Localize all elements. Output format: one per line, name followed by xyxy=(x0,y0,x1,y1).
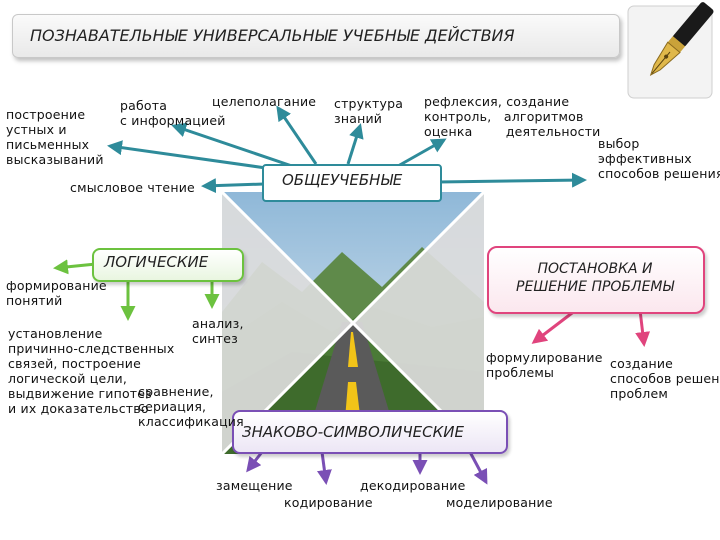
sign-category-label: ЗНАКОВО-СИМВОЛИЧЕСКИЕ xyxy=(242,423,464,441)
page-title: ПОЗНАВАТЕЛЬНЫЕ УНИВЕРСАЛЬНЫЕ УЧЕБНЫЕ ДЕЙ… xyxy=(30,26,515,45)
arrow-problem-2 xyxy=(635,309,651,347)
logical-item-analysis: анализ, синтез xyxy=(192,316,244,346)
arrow-general-3 xyxy=(276,105,318,165)
problem-category-label: ПОСТАНОВКА И РЕШЕНИЕ ПРОБЛЕМЫ xyxy=(516,261,674,295)
arrow-general-1 xyxy=(107,140,267,170)
general-item-information: работа с информацией xyxy=(120,98,226,128)
sign-item-modeling: моделирование xyxy=(446,495,553,510)
arrow-general-7 xyxy=(201,178,265,194)
general-item-reflection: рефлексия, создание контроль, алгоритмов… xyxy=(424,94,601,139)
arrow-sign-1 xyxy=(246,451,264,473)
problem-item-methods: создание способов решения проблем xyxy=(610,356,720,401)
general-item-semantic-reading: смысловое чтение xyxy=(70,180,195,195)
sign-item-decoding: декодирование xyxy=(360,478,466,493)
logical-category-label: ЛОГИЧЕСКИЕ xyxy=(104,253,209,271)
logical-item-comparison: сравнение, сериация, классификация xyxy=(138,384,244,429)
title-banner xyxy=(12,14,620,58)
sign-category-box xyxy=(232,410,508,454)
logical-item-concepts: формирование понятий xyxy=(6,278,107,308)
problem-category-box xyxy=(487,246,705,314)
general-category-box xyxy=(262,164,442,202)
general-item-methods-choice: выбор эффективных способов решения xyxy=(598,136,720,181)
arrow-general-5 xyxy=(397,138,447,168)
arrow-general-6 xyxy=(437,172,587,188)
arrow-problem-1 xyxy=(531,308,577,344)
general-item-speech: построение устных и письменных высказыва… xyxy=(6,107,104,167)
arrow-general-2 xyxy=(171,122,293,168)
fountain-pen-icon xyxy=(627,2,714,99)
sign-item-substitution: замещение xyxy=(216,478,293,493)
logical-item-causal: установление причинно-следственных связе… xyxy=(8,326,175,416)
arrow-sign-4 xyxy=(468,451,488,485)
problem-item-formulation: формулирование проблемы xyxy=(486,350,603,380)
general-category-label: ОБЩЕУЧЕБНЫЕ xyxy=(282,171,403,189)
arrow-logical-1 xyxy=(53,259,97,275)
arrow-sign-2 xyxy=(316,451,332,485)
logical-category-box xyxy=(92,248,244,282)
sign-item-coding: кодирование xyxy=(284,495,373,510)
general-item-knowledge-structure: структура знаний xyxy=(334,96,404,126)
general-item-goal-setting: целеполагание xyxy=(212,94,317,109)
arrow-general-4 xyxy=(346,123,364,165)
